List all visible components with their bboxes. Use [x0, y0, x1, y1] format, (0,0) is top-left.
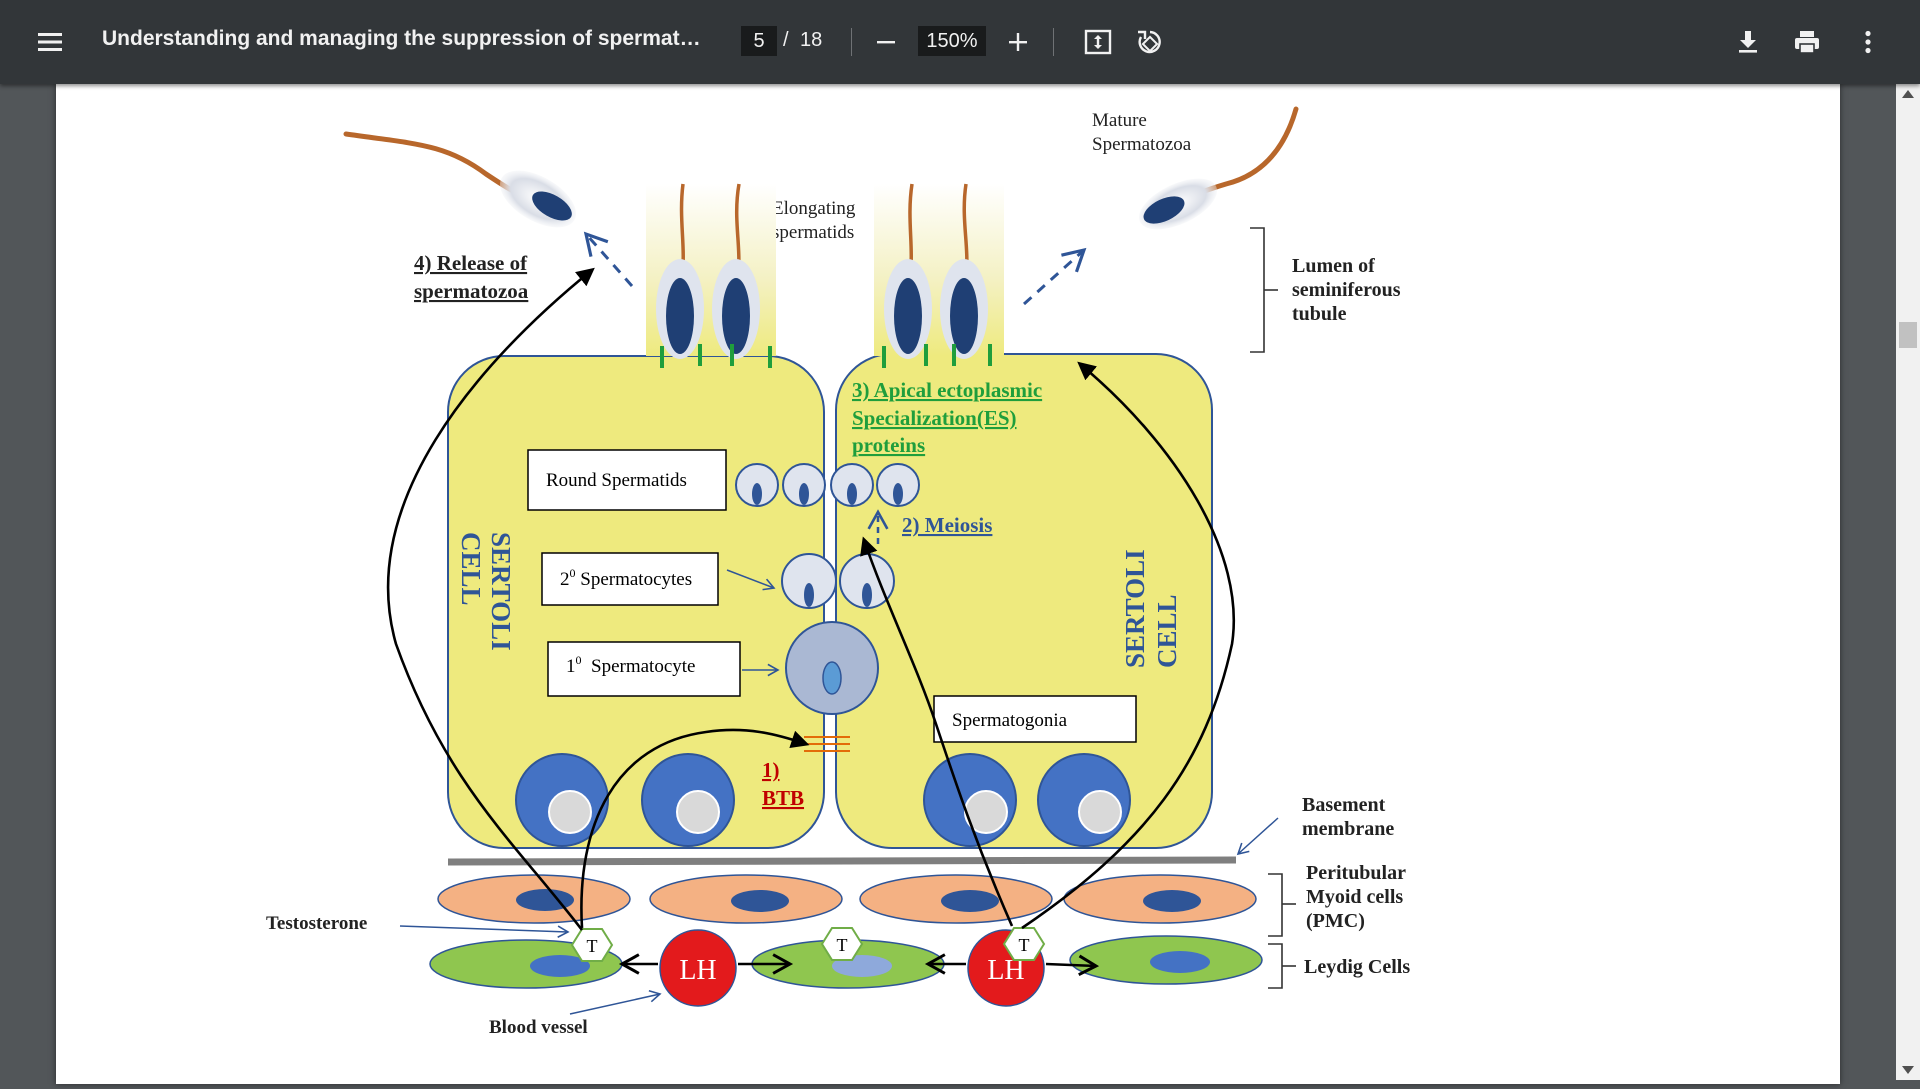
btb-label-2: BTB	[762, 786, 804, 810]
pmc-label-3: (PMC)	[1306, 910, 1365, 932]
rotate-button[interactable]	[1132, 22, 1168, 62]
apical-es-label-3: proteins	[852, 433, 925, 457]
btb-label-1: 1)	[762, 758, 780, 782]
lumen-label-1: Lumen of	[1292, 255, 1375, 277]
lumen-label-3: tubule	[1292, 303, 1347, 325]
testosterone-hexagon-2: T	[820, 927, 864, 961]
rotate-icon	[1138, 30, 1161, 54]
menu-button[interactable]	[28, 22, 72, 62]
page-number-input[interactable]	[741, 26, 777, 56]
download-icon	[1739, 31, 1757, 53]
fit-to-page-button[interactable]	[1080, 22, 1116, 62]
basement-membrane	[447, 856, 1237, 866]
release-label-1: 4) Release of	[414, 251, 528, 275]
meiosis-label: 2) Meiosis	[902, 513, 992, 537]
scroll-thumb[interactable]	[1899, 322, 1917, 348]
lh-hormone-left: LH	[659, 929, 737, 1007]
pdf-toolbar: Understanding and managing the suppressi…	[0, 0, 1920, 84]
sertoli-cell-right-label-2: CELL	[1152, 594, 1182, 668]
page-total: 18	[800, 29, 823, 51]
apical-es-label-1: 3) Apical ectoplasmic	[852, 378, 1042, 402]
sertoli-cell-left-label-2: CELL	[456, 532, 486, 606]
more-vert-icon	[1865, 30, 1871, 54]
spermatogonia-label: Spermatogonia	[952, 710, 1068, 731]
svg-text:T: T	[587, 936, 598, 956]
testosterone-label: Testosterone	[266, 913, 367, 934]
scroll-up-arrow-icon[interactable]	[1902, 90, 1914, 98]
spermatozoon-left	[343, 131, 576, 228]
round-spermatids-box	[527, 449, 727, 511]
lumen-label-2: seminiferous	[1292, 279, 1401, 301]
apical-es-markers	[660, 344, 992, 368]
toolbar-divider	[1053, 28, 1054, 56]
testosterone-hexagon-1: T	[570, 928, 614, 962]
secondary-spermatocytes-label: 20 Spermatocytes	[560, 566, 692, 590]
lumen-bracket	[1250, 227, 1265, 353]
spermatogonia-cells	[515, 753, 1131, 847]
svg-text:T: T	[1019, 935, 1030, 955]
secondary-spermatocytes-box	[541, 552, 719, 606]
more-actions-button[interactable]	[1848, 22, 1888, 62]
testosterone-hexagon-3: T	[1002, 927, 1046, 961]
apical-es-label-2: Specialization(ES)	[852, 406, 1017, 430]
leydig-bracket	[1268, 943, 1283, 989]
pmc-label-1: Peritubular	[1306, 862, 1406, 884]
print-icon	[1795, 31, 1819, 54]
print-button[interactable]	[1787, 22, 1827, 62]
zoom-out-button[interactable]	[870, 22, 902, 62]
sertoli-cell-right-label-1: SERTOLI	[1120, 549, 1150, 668]
round-spermatids-label: Round Spermatids	[546, 470, 687, 491]
scroll-down-arrow-icon[interactable]	[1902, 1066, 1914, 1074]
basement-label-2: membrane	[1302, 818, 1394, 840]
lh-arrows	[618, 953, 1100, 977]
round-spermatid-cells	[735, 463, 920, 507]
spermatogonia-box	[933, 695, 1137, 743]
spermatozoon-right	[1139, 106, 1299, 230]
pmc-bracket	[1268, 873, 1283, 937]
pmc-label-2: Myoid cells	[1306, 886, 1403, 908]
zoom-input[interactable]	[918, 26, 986, 56]
mature-spermatozoa-label-2: Spermatozoa	[1092, 134, 1192, 155]
testosterone-signal-arrows	[386, 267, 1235, 931]
minus-icon	[877, 41, 895, 44]
release-label-2: spermatozoa	[414, 279, 529, 303]
mature-spermatozoa-label-1: Mature	[1092, 110, 1147, 131]
svg-text:T: T	[837, 935, 848, 955]
secondary-spermatocyte-cells	[781, 553, 895, 609]
spermatogenesis-figure: Mature Spermatozoa Elongating spermatids…	[266, 106, 1410, 1038]
zoom-in-button[interactable]	[1002, 22, 1034, 62]
basement-label-1: Basement	[1302, 794, 1386, 816]
release-arrow-left	[583, 231, 634, 287]
release-arrow-right	[1022, 247, 1087, 306]
blood-vessel-label: Blood vessel	[489, 1017, 588, 1038]
svg-text:LH: LH	[679, 955, 716, 986]
elongating-spermatids-label-1: Elongating	[772, 198, 856, 219]
peritubular-myoid-cells	[437, 874, 1257, 924]
menu-icon	[38, 33, 62, 51]
fit-page-icon	[1084, 29, 1112, 55]
btb-junction	[804, 736, 850, 752]
document-title: Understanding and managing the suppressi…	[102, 27, 702, 50]
vertical-scrollbar[interactable]	[1896, 84, 1920, 1080]
download-button[interactable]	[1728, 22, 1768, 62]
page-separator: /	[783, 29, 789, 51]
elongating-spermatids-right	[874, 183, 1004, 359]
pdf-page: Mature Spermatozoa Elongating spermatids…	[56, 84, 1840, 1084]
primary-spermatocyte-label: 10 Spermatocyte	[566, 653, 695, 677]
sertoli-cell-left-label-1: SERTOLI	[486, 532, 516, 651]
leydig-label: Leydig Cells	[1304, 956, 1410, 978]
elongating-spermatids-left	[646, 183, 776, 359]
primary-spermatocyte-cell	[785, 621, 879, 715]
primary-spermatocyte-box	[547, 641, 741, 697]
leydig-cells	[429, 935, 1263, 989]
elongating-spermatids-label-2: spermatids	[772, 222, 854, 243]
toolbar-divider	[851, 28, 852, 56]
plus-icon	[1009, 33, 1027, 51]
